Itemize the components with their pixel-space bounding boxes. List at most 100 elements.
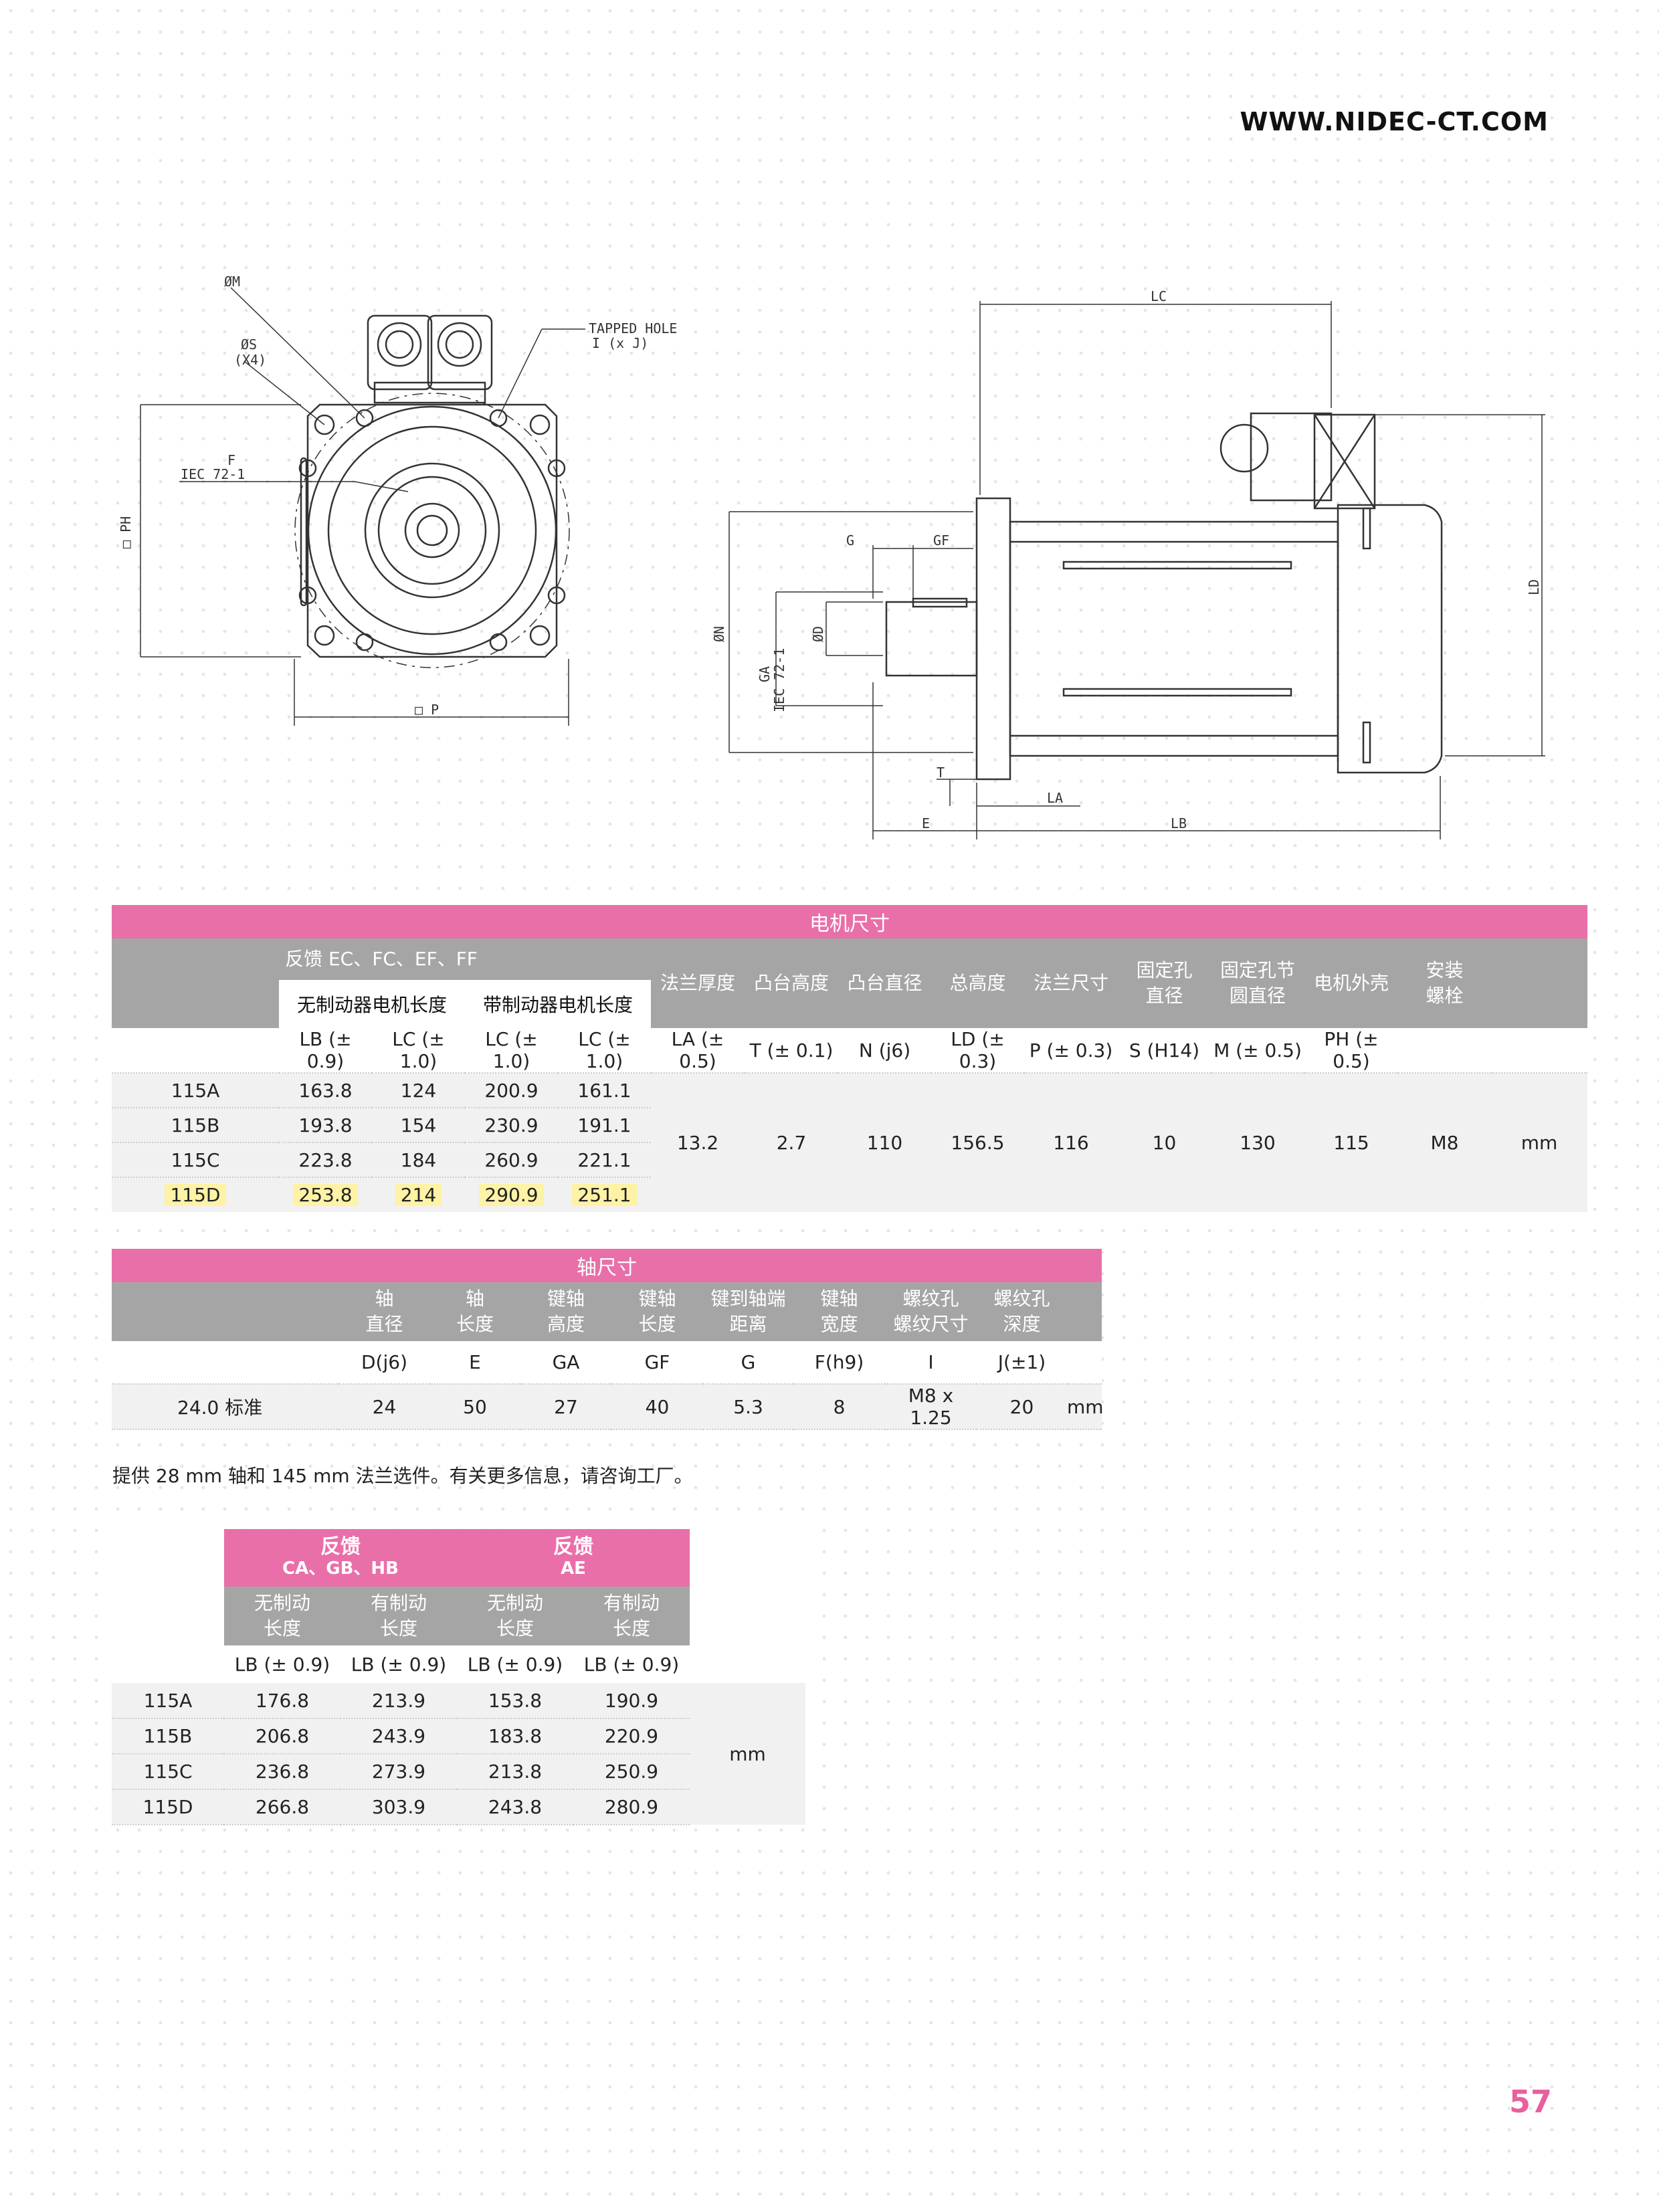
motor-with-brake-header: 带制动器电机长度	[465, 980, 651, 1028]
label-s: ØS	[241, 336, 257, 353]
shaft-table-title: 轴尺寸	[577, 1256, 637, 1280]
label-p: □ P	[415, 702, 439, 718]
motor-symbol-n: N (j6)	[838, 1028, 931, 1074]
feedback-symbol-1: LB (± 0.9)	[234, 1653, 330, 1676]
feedback-group-1-title: 反馈	[320, 1535, 361, 1559]
table-cell: 191.1	[558, 1108, 651, 1143]
motor-feedback-header: 反馈 EC、FC、EF、FF	[112, 938, 651, 980]
options-note: 提供 28 mm 轴和 145 mm 法兰选件。有关更多信息，请咨询工厂。	[112, 1465, 693, 1487]
feedback-blank-col	[112, 1587, 224, 1645]
shaft-symbol-g: G	[703, 1341, 793, 1385]
table-row: 115D 253.8 214 290.9 251.1	[112, 1177, 1587, 1212]
table-row: 115A 176.8 213.9 153.8 190.9 mm	[112, 1683, 806, 1825]
motor-dimensions-table: 电机尺寸 反馈 EC、FC、EF、FF 法兰厚度 凸台高度 凸台直径 总高度 法…	[112, 905, 1587, 1212]
table-cell: 260.9	[465, 1142, 558, 1178]
label-la: LA	[1047, 790, 1063, 806]
table-row: 115B 193.8 154 230.9 191.1	[112, 1108, 1587, 1143]
highlighted-value: 214	[395, 1184, 442, 1206]
shaft-symbol-e: E	[429, 1341, 520, 1385]
label-m: ØM	[224, 274, 240, 290]
motor-model-115d-cell: 115D	[112, 1177, 279, 1212]
motor-common-bolt: M8	[1398, 1073, 1491, 1212]
table-row: 115C 223.8 184 260.9 221.1	[112, 1142, 1587, 1178]
motor-symbol-blank2	[1398, 1028, 1491, 1074]
highlighted-value: 290.9	[479, 1184, 544, 1206]
table-cell: 290.9	[465, 1177, 558, 1212]
feedback-blank-corner	[112, 1529, 224, 1587]
motor-common-t: 2.7	[745, 1073, 838, 1212]
shaft-symbol-f: F(h9)	[793, 1341, 885, 1385]
feedback-model-115d: 115D	[112, 1789, 224, 1825]
label-lc: LC	[1151, 288, 1167, 304]
motor-col-overall-height: 总高度	[931, 938, 1024, 1028]
motor-symbol-p: P (± 0.3)	[1024, 1028, 1118, 1074]
motor-symbol-lc3: LC (± 1.0)	[558, 1028, 651, 1074]
motor-common-p: 116	[1024, 1073, 1118, 1212]
table-cell: 223.8	[279, 1142, 372, 1178]
shaft-col-length: 轴 长度	[429, 1282, 520, 1341]
label-g: G	[846, 532, 854, 548]
label-e: E	[922, 815, 930, 831]
shaft-col-key-height: 键轴 高度	[520, 1282, 611, 1341]
shaft-symbol-blank	[112, 1341, 339, 1385]
feedback-col-3: 无制动 长度	[457, 1587, 574, 1645]
feedback-blank-corner2	[690, 1529, 805, 1587]
table-cell: 253.8	[279, 1177, 372, 1212]
highlighted-value: 251.1	[572, 1184, 637, 1206]
motor-side-view-drawing: LC G GF ØN ØD GA IEC 72-1 LD T LA E LB	[711, 288, 1545, 839]
motor-symbol-t: T (± 0.1)	[745, 1028, 838, 1074]
feedback-group-1-sub: CA、GB、HB	[282, 1559, 399, 1579]
shaft-symbol-d: D(j6)	[339, 1341, 429, 1385]
shaft-symbol-ga: GA	[520, 1341, 611, 1385]
motor-common-n: 110	[838, 1073, 931, 1212]
table-cell: 266.8	[224, 1789, 340, 1825]
table-cell: 221.1	[558, 1142, 651, 1178]
feedback-model-115a: 115A	[112, 1683, 224, 1719]
motor-unit: mm	[1491, 1073, 1587, 1212]
shaft-col-key-distance: 键到轴端 距离	[703, 1282, 793, 1341]
label-ld: LD	[1526, 579, 1542, 595]
table-cell: 27	[520, 1384, 611, 1430]
motor-symbol-s: S (H14)	[1118, 1028, 1211, 1074]
motor-model-115b: 115B	[112, 1108, 279, 1143]
motor-symbol-ph: PH (± 0.5)	[1304, 1028, 1398, 1074]
motor-symbol-blank3	[1491, 1028, 1587, 1074]
shaft-symbol-i: I	[885, 1341, 977, 1385]
feedback-col-4: 有制动 长度	[573, 1587, 690, 1645]
feedback-blank-col2	[690, 1587, 805, 1645]
table-cell: 250.9	[573, 1754, 690, 1790]
table-cell: 184	[372, 1142, 465, 1178]
label-iec: IEC 72-1	[181, 466, 245, 482]
motor-col-spigot-height: 凸台高度	[745, 938, 838, 1028]
shaft-col-key-length: 键轴 长度	[611, 1282, 703, 1341]
table-cell: 236.8	[224, 1754, 340, 1790]
motor-symbol-lc2: LC (± 1.0)	[465, 1028, 558, 1074]
motor-col-unit-spacer	[1491, 938, 1587, 1028]
table-cell: 251.1	[558, 1177, 651, 1212]
feedback-col-2: 有制动 长度	[340, 1587, 458, 1645]
table-cell: 213.9	[340, 1683, 458, 1719]
table-cell: 124	[372, 1073, 465, 1108]
motor-common-ld: 156.5	[931, 1073, 1024, 1212]
table-cell: 8	[793, 1384, 885, 1430]
shaft-col-key-width: 键轴 宽度	[793, 1282, 885, 1341]
table-row: 115B 206.8 243.9 183.8 220.9	[112, 1718, 805, 1754]
motor-col-housing: 电机外壳	[1304, 938, 1398, 1028]
feedback-group-2-sub: AE	[561, 1559, 586, 1579]
table-cell: 163.8	[279, 1073, 372, 1108]
feedback-symbol-blank2	[690, 1645, 805, 1683]
table-cell: 190.9	[573, 1683, 690, 1719]
feedback-unit: mm	[690, 1683, 806, 1825]
label-lb: LB	[1171, 815, 1187, 831]
label-tapped-hole: TAPPED HOLE	[589, 320, 677, 336]
motor-symbol-lb: LB (± 0.9)	[279, 1028, 372, 1074]
motor-model-115d: 115D	[165, 1184, 226, 1206]
table-cell: 24	[339, 1384, 429, 1430]
table-cell: 243.9	[340, 1718, 458, 1754]
label-d: ØD	[810, 626, 826, 642]
table-cell: 193.8	[279, 1108, 372, 1143]
highlighted-value: 253.8	[293, 1184, 358, 1206]
label-f: F	[227, 452, 235, 468]
motor-col-bolt: 安装 螺栓	[1398, 938, 1491, 1028]
table-cell: 303.9	[340, 1789, 458, 1825]
